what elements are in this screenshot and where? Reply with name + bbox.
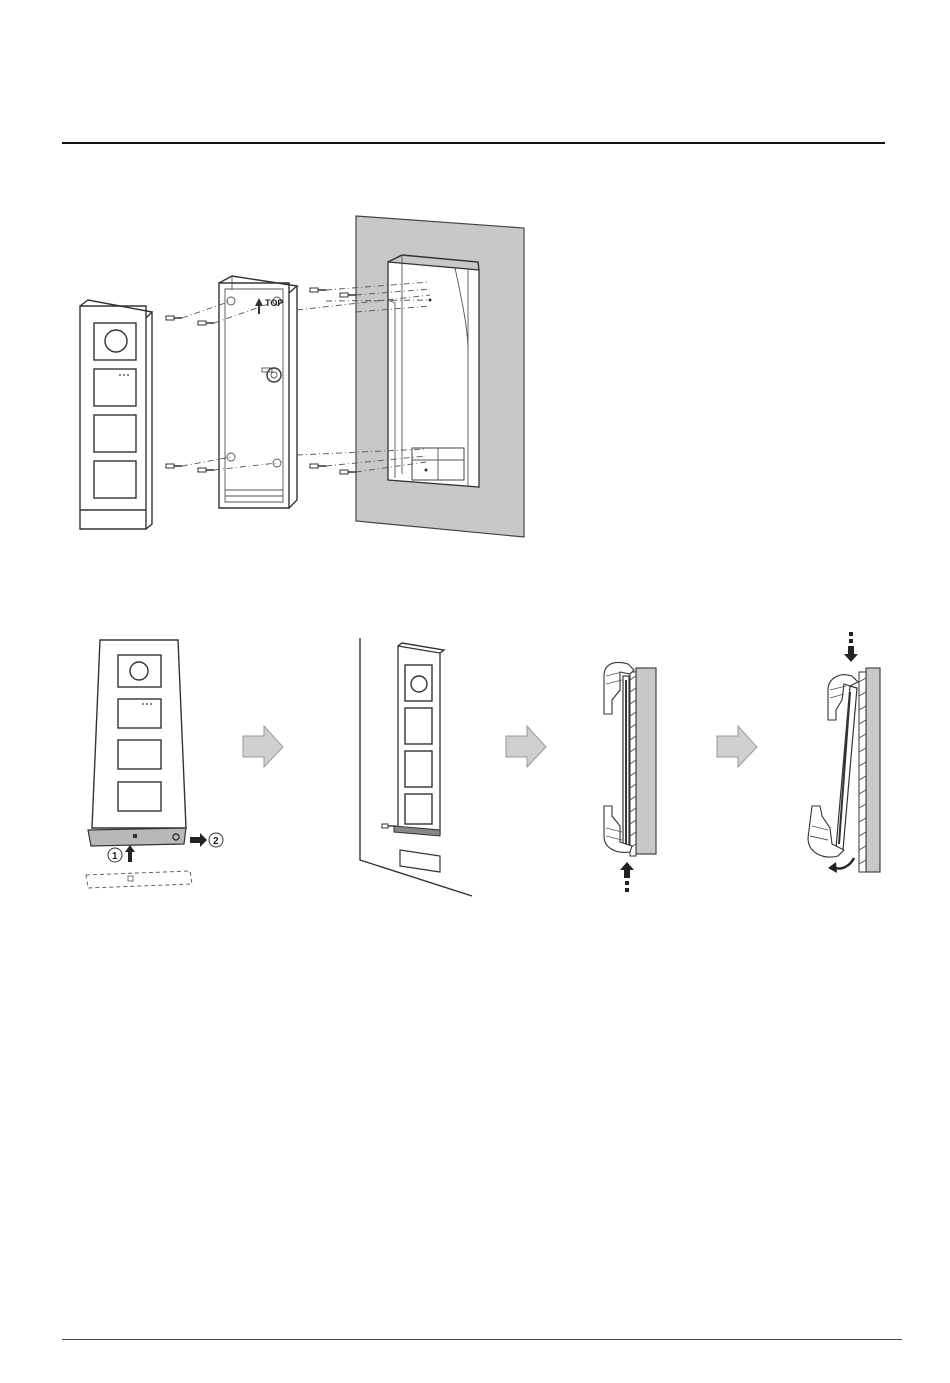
- surface-box: TOP: [219, 276, 297, 508]
- step-mark-1: 1: [112, 851, 118, 862]
- step-mark-2: 2: [213, 836, 219, 847]
- flush-mount-box: [388, 255, 479, 487]
- door-station-panel: [80, 300, 152, 529]
- step-2-mounted-panel: [360, 638, 472, 896]
- footer-rule: [62, 1339, 902, 1340]
- flow-arrow-1: [243, 726, 283, 767]
- top-label: TOP: [265, 298, 283, 308]
- step-3-hook-panel: [604, 663, 656, 893]
- flow-arrow-3: [717, 726, 757, 767]
- flow-arrow-2: [506, 726, 546, 767]
- step-4-press-panel: [808, 632, 880, 873]
- step-1-panel-removal: 1 2: [86, 640, 223, 888]
